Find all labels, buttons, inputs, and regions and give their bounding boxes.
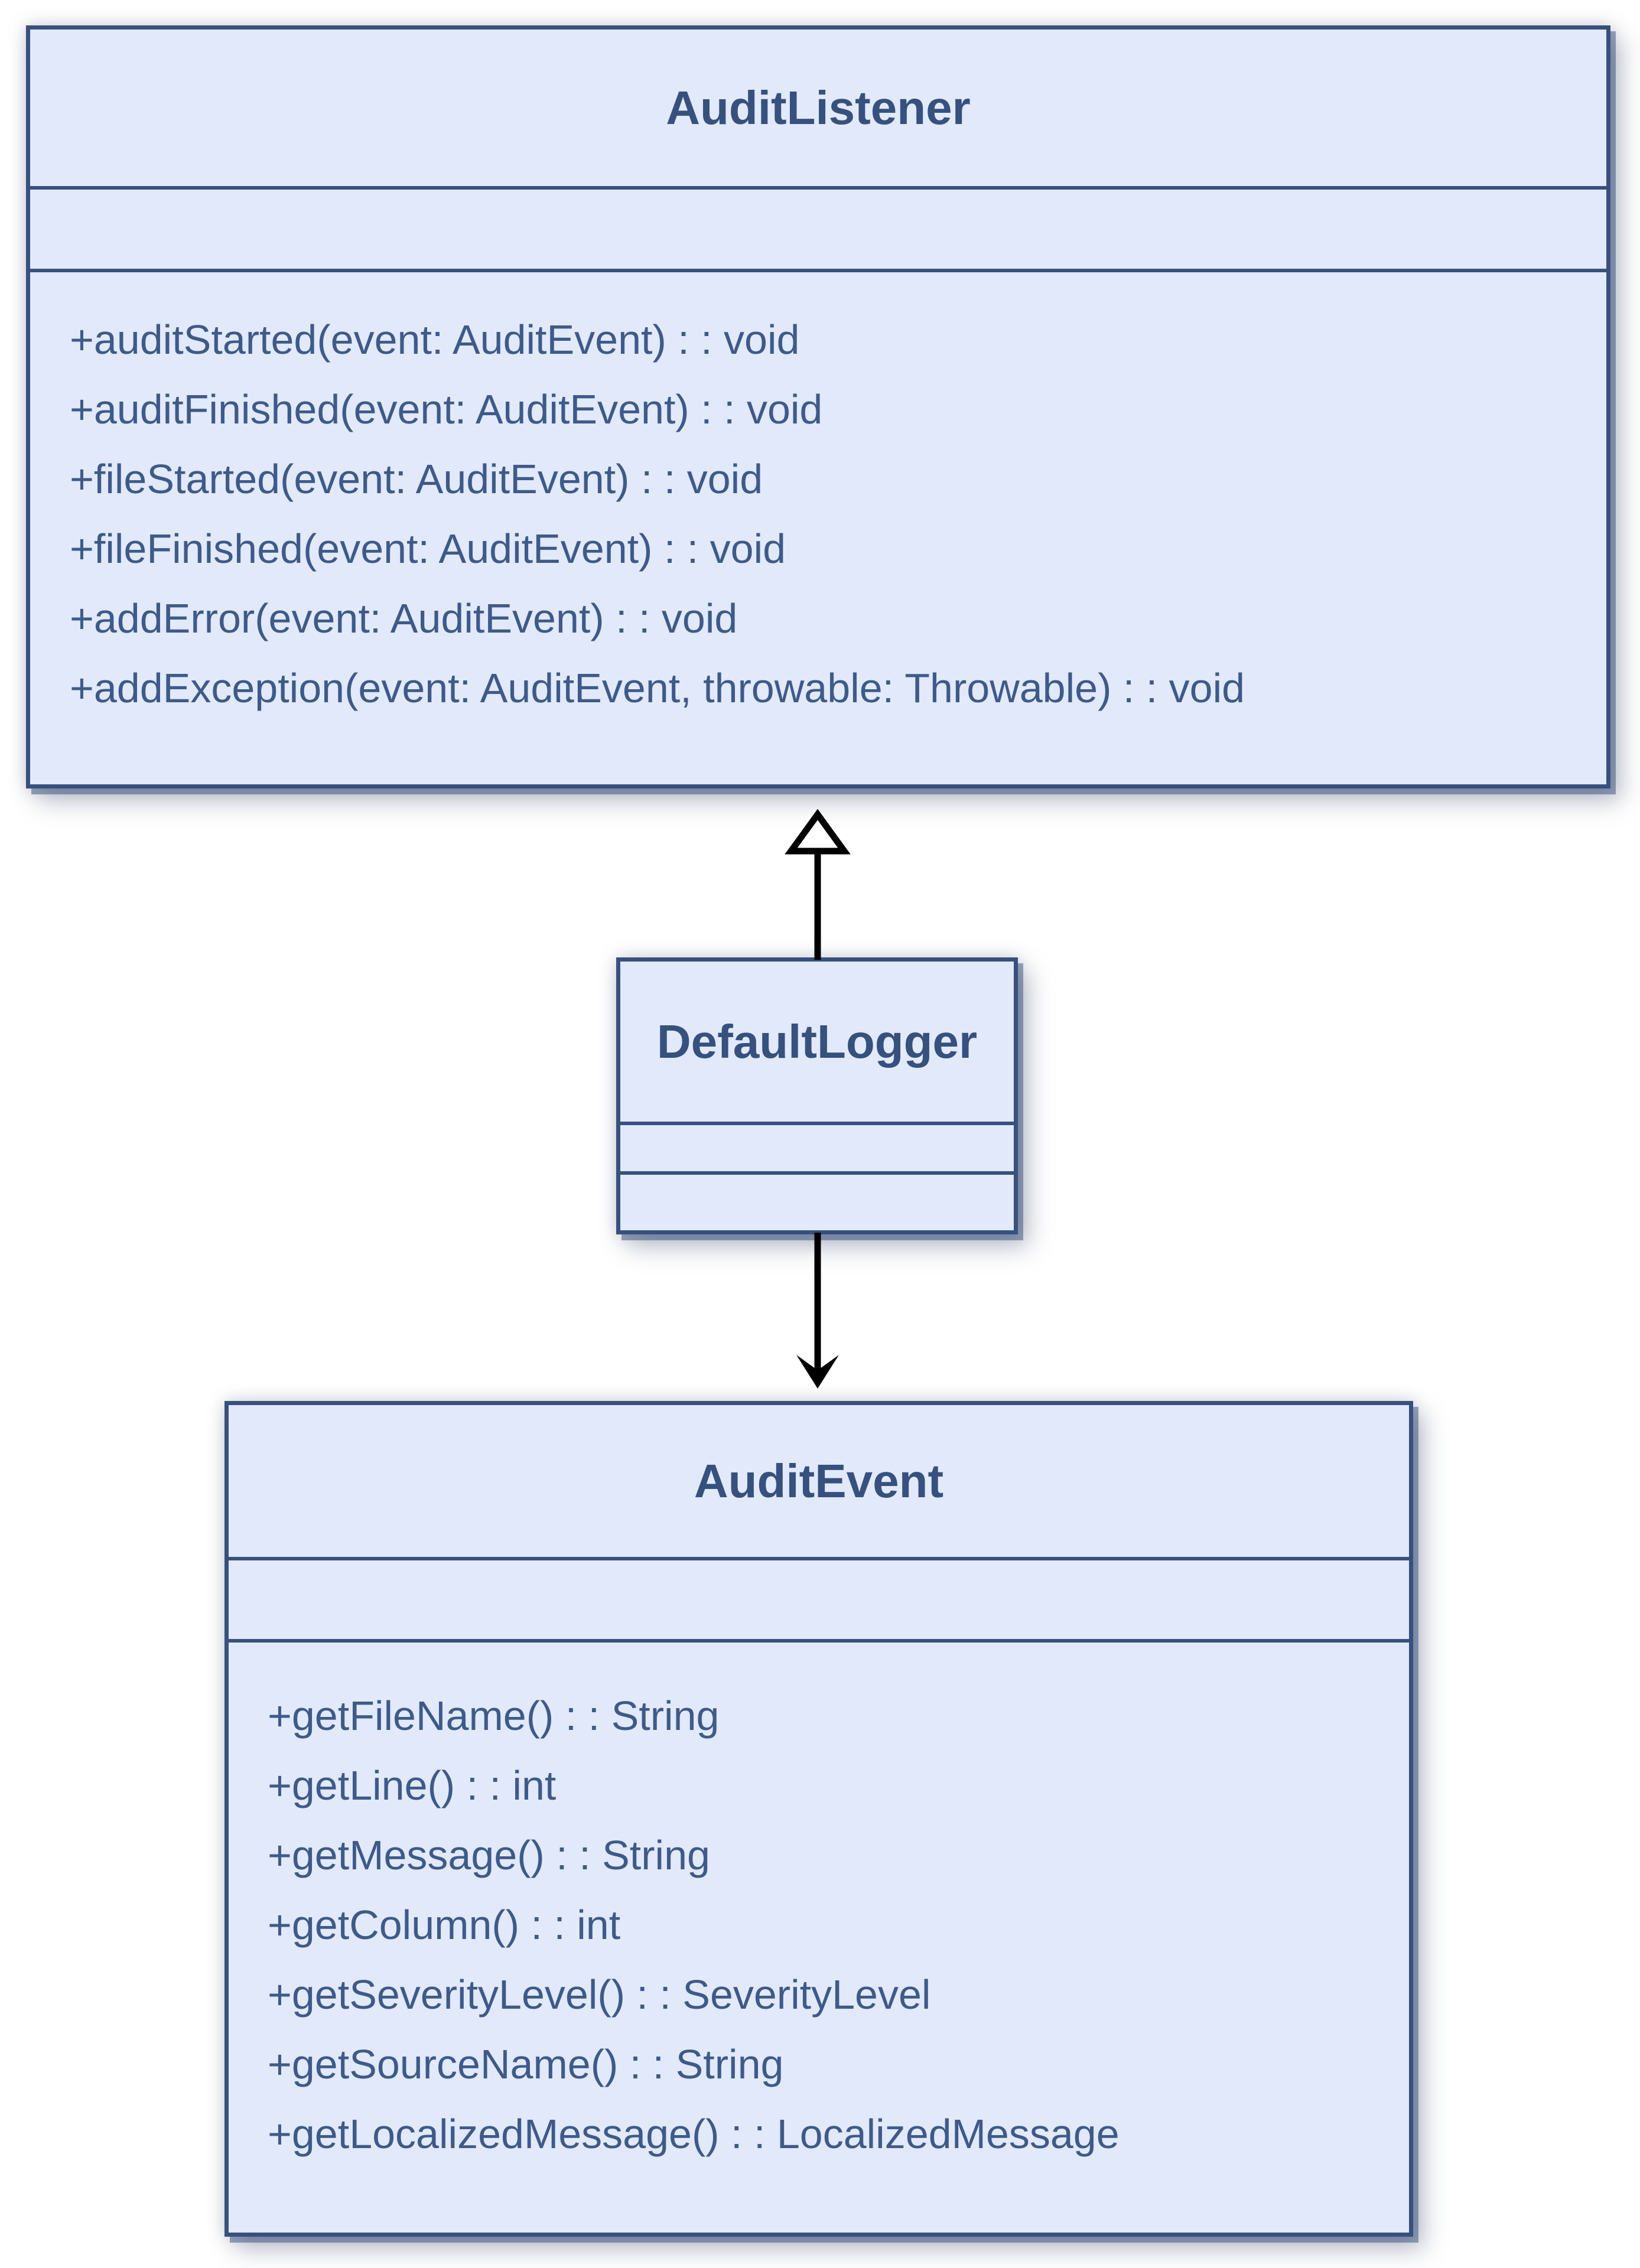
association-arrow-defaultlogger-to-auditevent bbox=[796, 1233, 839, 1389]
method-item: +addException(event: AuditEvent, throwab… bbox=[70, 665, 1245, 711]
method-item: +getColumn() : : int bbox=[268, 1902, 621, 1948]
methods-compartment-defaultlogger bbox=[620, 1171, 1014, 1230]
realization-arrow-defaultlogger-to-auditlistener bbox=[785, 809, 851, 960]
method-item: +fileStarted(event: AuditEvent) : : void bbox=[70, 456, 763, 502]
attributes-compartment-defaultlogger bbox=[620, 1122, 1014, 1171]
method-item: +getSeverityLevel() : : SeverityLevel bbox=[268, 1972, 931, 2018]
method-item: +getMessage() : : String bbox=[268, 1832, 710, 1878]
class-name-auditlistener: AuditListener bbox=[666, 81, 971, 134]
method-item: +auditStarted(event: AuditEvent) : : voi… bbox=[70, 317, 800, 363]
class-box-defaultlogger: DefaultLogger bbox=[616, 957, 1018, 1234]
methods-compartment-auditlistener: +auditStarted(event: AuditEvent) : : voi… bbox=[30, 269, 1606, 784]
method-item: +getSourceName() : : String bbox=[268, 2041, 784, 2087]
methods-compartment-auditevent: +getFileName() : : String +getLine() : :… bbox=[229, 1639, 1409, 2233]
method-item: +auditFinished(event: AuditEvent) : : vo… bbox=[70, 386, 823, 432]
hollow-triangle-arrowhead-icon bbox=[785, 809, 851, 855]
method-item: +addError(event: AuditEvent) : : void bbox=[70, 595, 738, 641]
class-box-auditevent: AuditEvent +getFileName() : : String +ge… bbox=[224, 1401, 1413, 2237]
open-arrowhead-icon bbox=[796, 1355, 839, 1389]
method-item: +getLocalizedMessage() : : LocalizedMess… bbox=[268, 2111, 1120, 2157]
class-name-auditevent: AuditEvent bbox=[694, 1454, 944, 1507]
attributes-compartment-auditevent bbox=[229, 1557, 1409, 1639]
class-name-defaultlogger: DefaultLogger bbox=[656, 1015, 978, 1068]
attributes-compartment-auditlistener bbox=[30, 186, 1606, 269]
method-item: +getFileName() : : String bbox=[268, 1693, 720, 1739]
class-box-auditlistener: AuditListener +auditStarted(event: Audit… bbox=[26, 25, 1610, 788]
method-item: +getLine() : : int bbox=[268, 1762, 557, 1808]
method-item: +fileFinished(event: AuditEvent) : : voi… bbox=[70, 526, 786, 572]
